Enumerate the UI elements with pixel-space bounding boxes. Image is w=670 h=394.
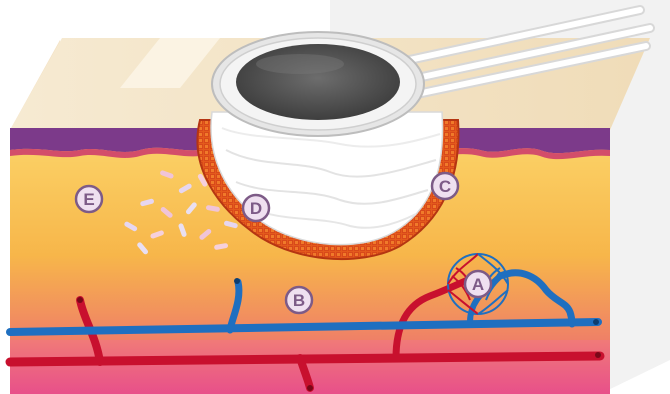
label-e: E: [83, 190, 94, 209]
label-b: B: [293, 291, 305, 310]
label-e-marker: E: [76, 186, 102, 212]
label-a: A: [472, 275, 484, 294]
label-a-marker: A: [465, 271, 491, 297]
label-d-marker: D: [243, 195, 269, 221]
label-c: C: [439, 177, 451, 196]
label-d: D: [250, 199, 262, 218]
label-c-marker: C: [432, 173, 458, 199]
label-b-marker: B: [286, 287, 312, 313]
